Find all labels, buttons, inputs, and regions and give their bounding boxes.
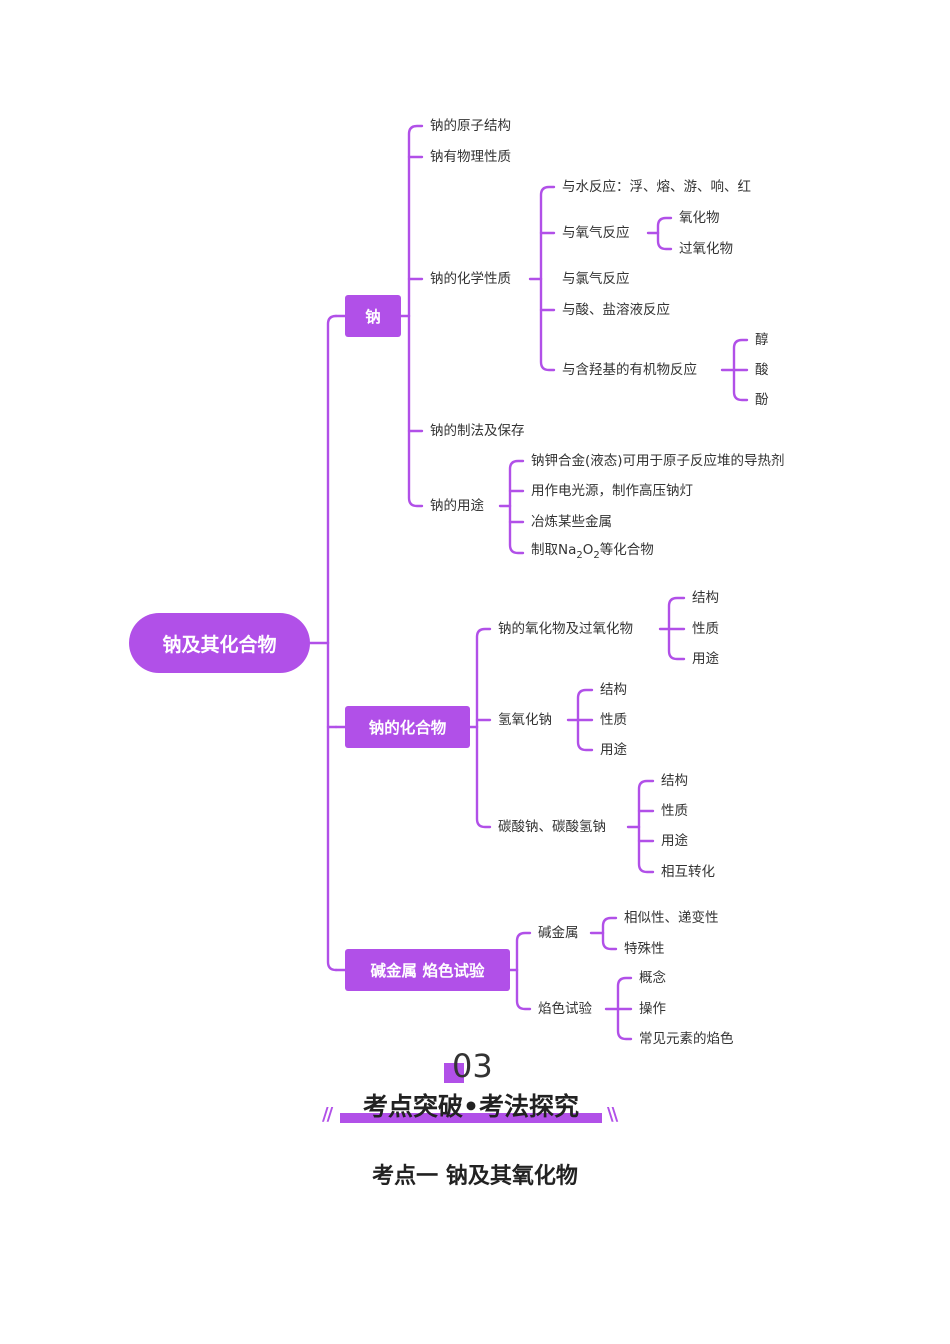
mindmap-connectors bbox=[308, 124, 749, 1041]
section-title-underline bbox=[340, 1113, 602, 1123]
node-chemical-properties: 钠的化学性质 bbox=[430, 271, 511, 287]
node-oxide: 氧化物 bbox=[679, 210, 720, 226]
section-number-accent bbox=[444, 1063, 464, 1083]
node-physical-properties: 钠有物理性质 bbox=[430, 149, 511, 165]
node-use-alloy: 钠钾合金(液态)可用于原子反应堆的导热剂 bbox=[531, 453, 785, 469]
node-sodium: 钠 bbox=[345, 295, 401, 337]
node-sodium-compounds: 钠的化合物 bbox=[345, 706, 470, 748]
subheading: 考点一 钠及其氧化物 bbox=[372, 1164, 578, 1189]
root-node: 钠及其化合物 bbox=[129, 613, 310, 673]
node-react-water: 与水反应：浮、熔、游、响、红 bbox=[562, 179, 751, 195]
node-uses: 钠的用途 bbox=[430, 498, 484, 514]
node-flame-colors: 常见元素的焰色 bbox=[639, 1031, 734, 1047]
section-slash-right: \\ bbox=[607, 1104, 618, 1125]
node-phenol: 酚 bbox=[755, 392, 769, 408]
node-use-lamp: 用作电光源，制作高压钠灯 bbox=[531, 483, 693, 499]
node-alkali-flame: 碱金属 焰色试验 bbox=[345, 949, 510, 991]
section-number: 03 bbox=[452, 1047, 493, 1085]
node-react-chlorine: 与氯气反应 bbox=[562, 271, 630, 287]
node-carbonates: 碳酸钠、碳酸氢钠 bbox=[498, 819, 606, 835]
node-oxide-property: 性质 bbox=[692, 621, 719, 637]
section-slash-left: // bbox=[322, 1104, 333, 1125]
node-naoh: 氢氧化钠 bbox=[498, 712, 552, 728]
node-similarity-trend: 相似性、递变性 bbox=[624, 910, 719, 926]
node-alcohol: 醇 bbox=[755, 332, 769, 348]
node-flame-test: 焰色试验 bbox=[538, 1001, 592, 1017]
node-atomic-structure: 钠的原子结构 bbox=[430, 118, 511, 134]
node-carbonate-use: 用途 bbox=[661, 833, 688, 849]
node-carbonate-structure: 结构 bbox=[661, 773, 688, 789]
node-carbonate-property: 性质 bbox=[661, 803, 688, 819]
node-preparation: 钠的制法及保存 bbox=[430, 423, 525, 439]
node-flame-concept: 概念 bbox=[639, 970, 666, 986]
node-use-smelting: 冶炼某些金属 bbox=[531, 514, 612, 530]
node-acid: 酸 bbox=[755, 362, 769, 378]
node-react-oxygen: 与氧气反应 bbox=[562, 225, 630, 241]
node-specialty: 特殊性 bbox=[624, 941, 665, 957]
node-react-acid-salt: 与酸、盐溶液反应 bbox=[562, 302, 670, 318]
node-oxide-use: 用途 bbox=[692, 651, 719, 667]
node-carbonate-conversion: 相互转化 bbox=[661, 864, 715, 880]
section-title: 考点突破•考法探究 bbox=[363, 1092, 579, 1121]
node-oxides-peroxides: 钠的氧化物及过氧化物 bbox=[498, 621, 633, 637]
node-react-hydroxyl: 与含羟基的有机物反应 bbox=[562, 362, 697, 378]
node-oxide-structure: 结构 bbox=[692, 590, 719, 606]
node-flame-operation: 操作 bbox=[639, 1001, 666, 1017]
node-use-compounds: 制取Na2O2等化合物 bbox=[531, 542, 654, 561]
node-alkali-metal: 碱金属 bbox=[538, 925, 579, 941]
node-naoh-property: 性质 bbox=[600, 712, 627, 728]
node-naoh-use: 用途 bbox=[600, 742, 627, 758]
node-peroxide: 过氧化物 bbox=[679, 241, 733, 257]
node-naoh-structure: 结构 bbox=[600, 682, 627, 698]
